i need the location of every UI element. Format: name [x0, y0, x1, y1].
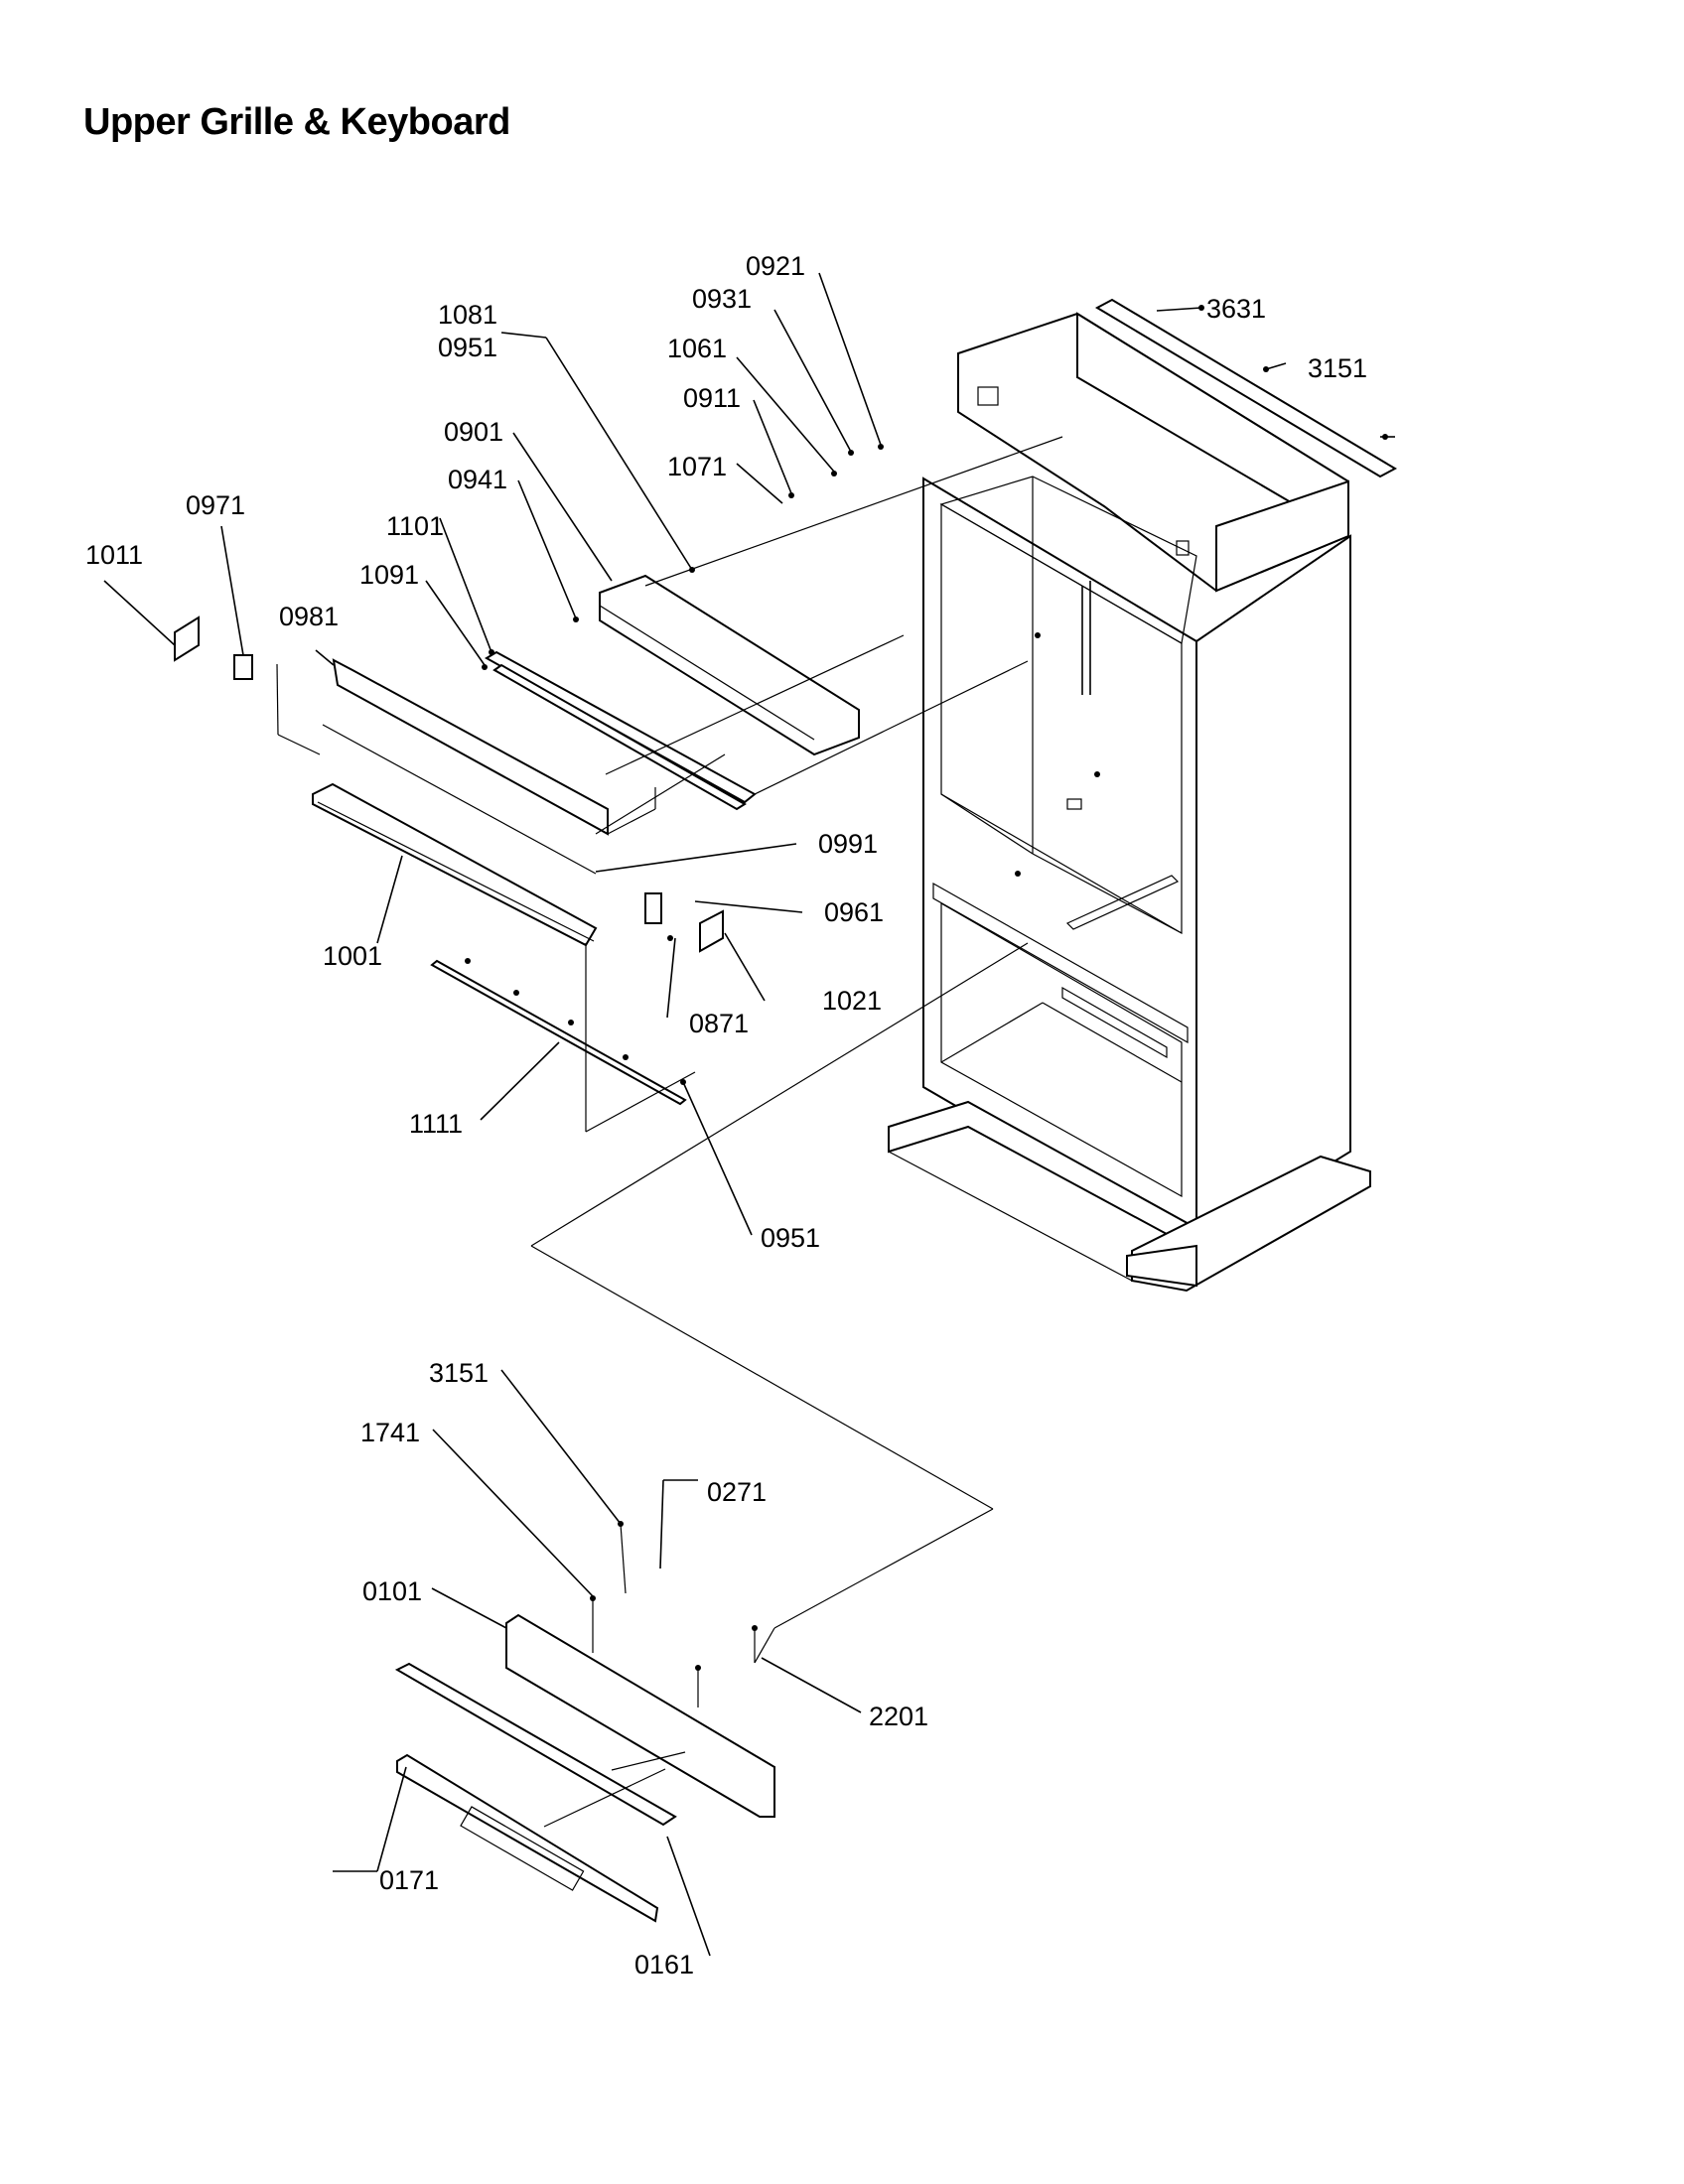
- fastener-dots: [465, 305, 1388, 1671]
- callout-3151-top: 3151: [1308, 353, 1367, 383]
- cabinet-body: [888, 312, 1371, 1293]
- callout-0951-top: 0951: [438, 333, 497, 362]
- callout-0101: 0101: [362, 1576, 422, 1606]
- callout-0991: 0991: [818, 829, 878, 859]
- callout-3631: 3631: [1206, 294, 1266, 324]
- callout-0951-bottom: 0951: [761, 1223, 820, 1253]
- callout-0971: 0971: [186, 490, 245, 520]
- callout-1021: 1021: [822, 986, 882, 1016]
- callout-1111: 1111: [409, 1109, 463, 1139]
- page-title: Upper Grille & Keyboard: [83, 101, 510, 143]
- callout-labels: 0921 0931 1081 0951 1061 0911 3631 3151 …: [85, 251, 1367, 1979]
- callout-0271: 0271: [707, 1477, 767, 1507]
- callout-0931: 0931: [692, 284, 752, 314]
- callout-0961: 0961: [824, 897, 884, 927]
- callout-3151-bottom: 3151: [429, 1358, 489, 1388]
- upper-grille-assembly: [174, 574, 860, 1106]
- callout-1101: 1101: [386, 511, 444, 541]
- callout-0981: 0981: [279, 602, 339, 631]
- callout-0901: 0901: [444, 417, 503, 447]
- callout-2201: 2201: [869, 1702, 928, 1731]
- leader-lines: [103, 272, 1287, 1957]
- callout-1741: 1741: [360, 1418, 420, 1447]
- callout-0161: 0161: [634, 1950, 694, 1979]
- callout-1091: 1091: [359, 560, 419, 590]
- callout-0921: 0921: [746, 251, 805, 281]
- callout-1081: 1081: [438, 300, 497, 330]
- callout-1071: 1071: [667, 452, 727, 481]
- callout-1061: 1061: [667, 334, 727, 363]
- callout-0911: 0911: [683, 383, 741, 413]
- callout-1001: 1001: [323, 941, 382, 971]
- callout-0941: 0941: [448, 465, 507, 494]
- keyboard-assembly: [394, 1613, 775, 1923]
- callout-1011: 1011: [85, 540, 143, 570]
- callout-0171: 0171: [379, 1865, 439, 1895]
- callout-0871: 0871: [689, 1009, 749, 1038]
